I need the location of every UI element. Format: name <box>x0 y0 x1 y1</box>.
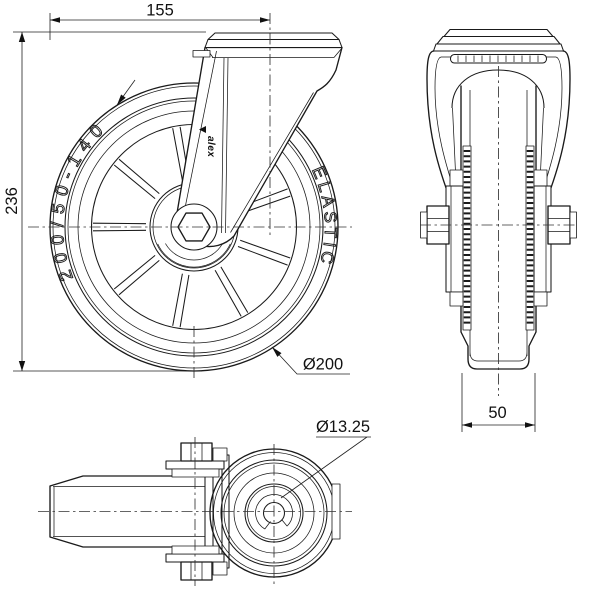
axle-step-bottom <box>171 545 220 555</box>
dim-155-arrow-left <box>50 17 60 23</box>
hub-cap-right-step-top <box>533 169 548 187</box>
dim-13-leader <box>280 436 371 499</box>
side-plate-lower <box>432 43 565 52</box>
axle-nut-bottom <box>180 561 213 581</box>
fork-hub-arcs <box>157 243 231 268</box>
tire-edge-leader-arrow <box>117 94 126 105</box>
dim-155-lines <box>49 13 270 40</box>
dim-50-arrow-left <box>462 422 472 428</box>
axle-nut-bottom-facets <box>190 562 203 580</box>
side-view <box>420 28 577 370</box>
axle-step-top <box>171 468 220 478</box>
dimension-annotations: 236 155 Ø200 50 Ø13.25 <box>3 2 536 499</box>
fork-crown-arch <box>451 69 545 109</box>
dim-50-lines <box>461 373 536 432</box>
crown-side-stubs <box>452 107 544 173</box>
dim-50-arrow-right <box>525 422 535 428</box>
centerlines <box>28 13 578 586</box>
top-plate-lower <box>204 38 343 49</box>
bracket-tab-bottom <box>212 561 228 576</box>
tire-tread-marking: ELASTIC <box>308 164 340 270</box>
bolt-keyway-arc <box>255 494 293 530</box>
top-plate-upper <box>207 32 340 41</box>
dim-200-label: Ø200 <box>303 356 343 374</box>
dim-155-arrow-right <box>260 17 270 23</box>
fork-inner-edges <box>182 47 343 234</box>
brand-arrow-icon <box>199 126 206 133</box>
side-plate-mid <box>436 35 561 45</box>
dim-200-arrow <box>272 347 282 357</box>
dim-155-label: 155 <box>146 2 174 20</box>
bolt-hole-circle <box>262 501 286 525</box>
dim-13-label: Ø13.25 <box>316 418 370 436</box>
bearing-band <box>449 53 548 64</box>
hub-cap-left-step-top <box>449 169 464 187</box>
hub-cap-left-step-bot <box>449 291 464 307</box>
brand-logo-text: alex <box>205 136 216 157</box>
dim-50-label: 50 <box>488 404 506 422</box>
dim-236-arrow-bottom <box>18 361 26 371</box>
hub-cap-right-step-bot <box>533 291 548 307</box>
side-plate-upper <box>443 28 554 38</box>
axle-nut-top-facets <box>190 443 203 461</box>
front-view: 200/50-140 ELASTIC alex <box>46 32 343 372</box>
dim-236-lines <box>13 31 206 372</box>
fork-side-tab <box>192 50 211 58</box>
dim-200-leader <box>271 346 350 375</box>
housing-outline <box>426 50 571 205</box>
tire-side-fill <box>461 86 536 369</box>
dim-236-label: 236 <box>3 187 21 215</box>
axle-nut-right-facets <box>548 218 570 232</box>
axle-nut-top <box>180 442 213 462</box>
dim-236-arrow-top <box>18 32 26 42</box>
bracket-tab-top <box>212 447 228 462</box>
axle-nut-left-facets <box>427 218 449 232</box>
bearing-band-ticks <box>457 55 539 62</box>
